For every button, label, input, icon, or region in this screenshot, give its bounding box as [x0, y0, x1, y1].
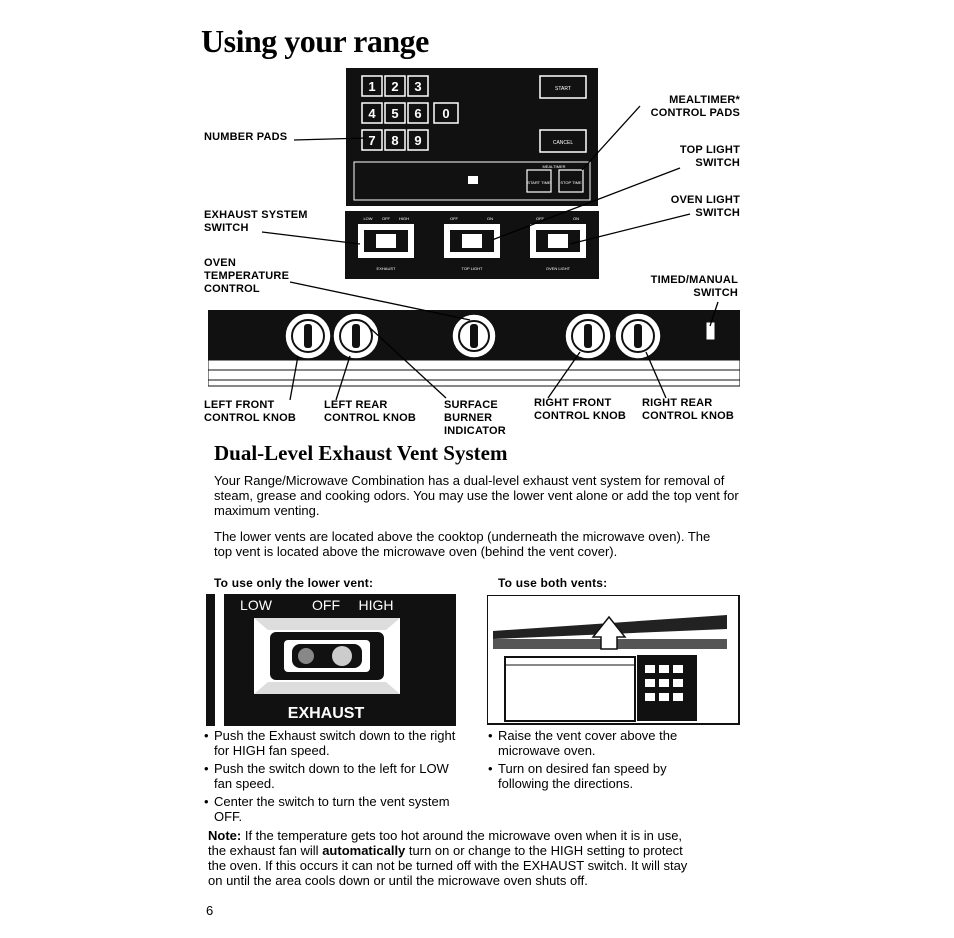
- callout-leader-lines: [261, 105, 719, 401]
- label-right-front-line1: RIGHT FRONT: [534, 397, 612, 409]
- lower-vent-bullets: Push the Exhaust switch down to the righ…: [204, 728, 464, 827]
- mealtimer-strip: MEALTIMER: [542, 164, 565, 169]
- label-right-front-line2: CONTROL KNOB: [534, 410, 627, 422]
- control-panel-illustration: 1 2 3 4 5 6 0 7 8 9 START CANCEL MEALTIM…: [345, 68, 599, 279]
- key-6: 6: [414, 106, 421, 121]
- location-paragraph: The lower vents are located above the co…: [214, 529, 711, 559]
- label-exhaust-line1: EXHAUST SYSTEM: [204, 209, 308, 221]
- label-exhaust-line2: SWITCH: [204, 222, 249, 234]
- label-surface-line1: SURFACE: [444, 399, 498, 411]
- switch-name-top-light: TOP LIGHT: [462, 266, 484, 271]
- start-time-key: START TIME: [527, 180, 551, 185]
- label-left-front-knob: LEFT FRONT CONTROL KNOB: [204, 399, 296, 425]
- closeup-exhaust: EXHAUST: [288, 705, 365, 722]
- key-8: 8: [391, 133, 398, 148]
- key-4: 4: [368, 106, 376, 121]
- note-paragraph: Note: If the temperature gets too hot ar…: [208, 828, 698, 888]
- label-right-front-knob: RIGHT FRONT CONTROL KNOB: [534, 397, 626, 423]
- lower-vent-heading: To use only the lower vent:: [214, 576, 374, 590]
- tick-on-1: ON: [487, 216, 493, 221]
- label-left-front-line2: CONTROL KNOB: [204, 412, 297, 424]
- label-left-rear-line2: CONTROL KNOB: [324, 412, 417, 424]
- key-9: 9: [414, 133, 421, 148]
- label-right-rear-line2: CONTROL KNOB: [642, 410, 735, 422]
- note-text-after: turn on or change to the HIGH setting to…: [208, 843, 688, 888]
- label-mealtimer-line2: CONTROL PADS: [650, 107, 740, 119]
- label-oven-temp-line2: TEMPERATURE: [204, 270, 290, 282]
- key-2: 2: [391, 79, 398, 94]
- tick-off-1: OFF: [382, 216, 391, 221]
- both-vents-heading: To use both vents:: [498, 576, 608, 590]
- label-top-light: TOP LIGHT SWITCH: [648, 144, 740, 170]
- list-item: Push the Exhaust switch down to the righ…: [204, 728, 464, 758]
- label-mealtimer: MEALTIMER* CONTROL PADS: [648, 94, 740, 120]
- number-pads: [361, 75, 459, 151]
- label-top-light-line1: TOP LIGHT: [679, 144, 740, 156]
- list-item: Turn on desired fan speed by following t…: [488, 761, 718, 791]
- key-0: 0: [442, 106, 449, 121]
- label-right-rear-line1: RIGHT REAR: [642, 397, 713, 409]
- label-exhaust-system: EXHAUST SYSTEM SWITCH: [204, 209, 308, 235]
- label-left-rear-knob: LEFT REAR CONTROL KNOB: [324, 399, 416, 425]
- page-title: Using your range: [201, 23, 429, 59]
- list-item: Raise the vent cover above the microwave…: [488, 728, 718, 758]
- label-timed-line1: TIMED/MANUAL: [650, 274, 738, 286]
- tick-off-3: OFF: [536, 216, 545, 221]
- cancel-key: CANCEL: [553, 140, 574, 146]
- label-oven-temp-line1: OVEN: [204, 257, 236, 269]
- switch-name-exhaust: EXHAUST: [377, 266, 396, 271]
- label-left-front-line1: LEFT FRONT: [204, 399, 275, 411]
- note-label: Note:: [208, 828, 242, 843]
- label-oven-light: OVEN LIGHT SWITCH: [648, 194, 740, 220]
- section-heading: Dual-Level Exhaust Vent System: [214, 441, 508, 465]
- label-surface-line3: INDICATOR: [444, 425, 506, 437]
- label-oven-temperature: OVEN TEMPERATURE CONTROL: [204, 257, 289, 296]
- closeup-low: LOW: [240, 597, 273, 613]
- note-emphasis: automatically: [322, 843, 406, 858]
- label-oven-temp-line3: CONTROL: [204, 283, 260, 295]
- both-vents-bullets: Raise the vent cover above the microwave…: [488, 728, 718, 794]
- intro-paragraph: Your Range/Microwave Combination has a d…: [214, 473, 739, 518]
- tick-high: HIGH: [399, 216, 409, 221]
- exhaust-switch-closeup: LOW OFF HIGH EXHAUST: [206, 594, 456, 726]
- rocker-switches: [358, 224, 586, 258]
- label-mealtimer-line1: MEALTIMER*: [669, 94, 740, 106]
- label-number-pads: NUMBER PADS: [204, 131, 288, 143]
- label-surface-burner: SURFACE BURNER INDICATOR: [444, 399, 506, 438]
- key-7: 7: [368, 133, 375, 148]
- tick-low: LOW: [363, 216, 372, 221]
- label-surface-line2: BURNER: [444, 412, 493, 424]
- tick-on-2: ON: [573, 216, 579, 221]
- label-timed-line2: SWITCH: [693, 287, 738, 299]
- label-top-light-line2: SWITCH: [695, 157, 740, 169]
- label-oven-light-line2: SWITCH: [695, 207, 740, 219]
- note-text-before: If the temperature gets too hot around t…: [208, 828, 683, 858]
- key-3: 3: [414, 79, 421, 94]
- label-oven-light-line1: OVEN LIGHT: [670, 194, 740, 206]
- list-item: Push the switch down to the left for LOW…: [204, 761, 464, 791]
- key-5: 5: [391, 106, 398, 121]
- page-number: 6: [206, 903, 214, 918]
- closeup-high: HIGH: [359, 597, 394, 613]
- closeup-off: OFF: [312, 597, 340, 613]
- stop-time-key: STOP TIME: [560, 180, 582, 185]
- tick-off-2: OFF: [450, 216, 459, 221]
- label-right-rear-knob: RIGHT REAR CONTROL KNOB: [642, 397, 734, 423]
- label-timed-manual: TIMED/MANUAL SWITCH: [630, 274, 738, 300]
- key-1: 1: [368, 79, 375, 94]
- list-item: Center the switch to turn the vent syste…: [204, 794, 464, 824]
- vent-cover-illustration: [487, 595, 740, 725]
- label-left-rear-line1: LEFT REAR: [324, 399, 388, 411]
- switch-name-oven-light: OVEN LIGHT: [546, 266, 571, 271]
- start-key: START: [555, 86, 571, 92]
